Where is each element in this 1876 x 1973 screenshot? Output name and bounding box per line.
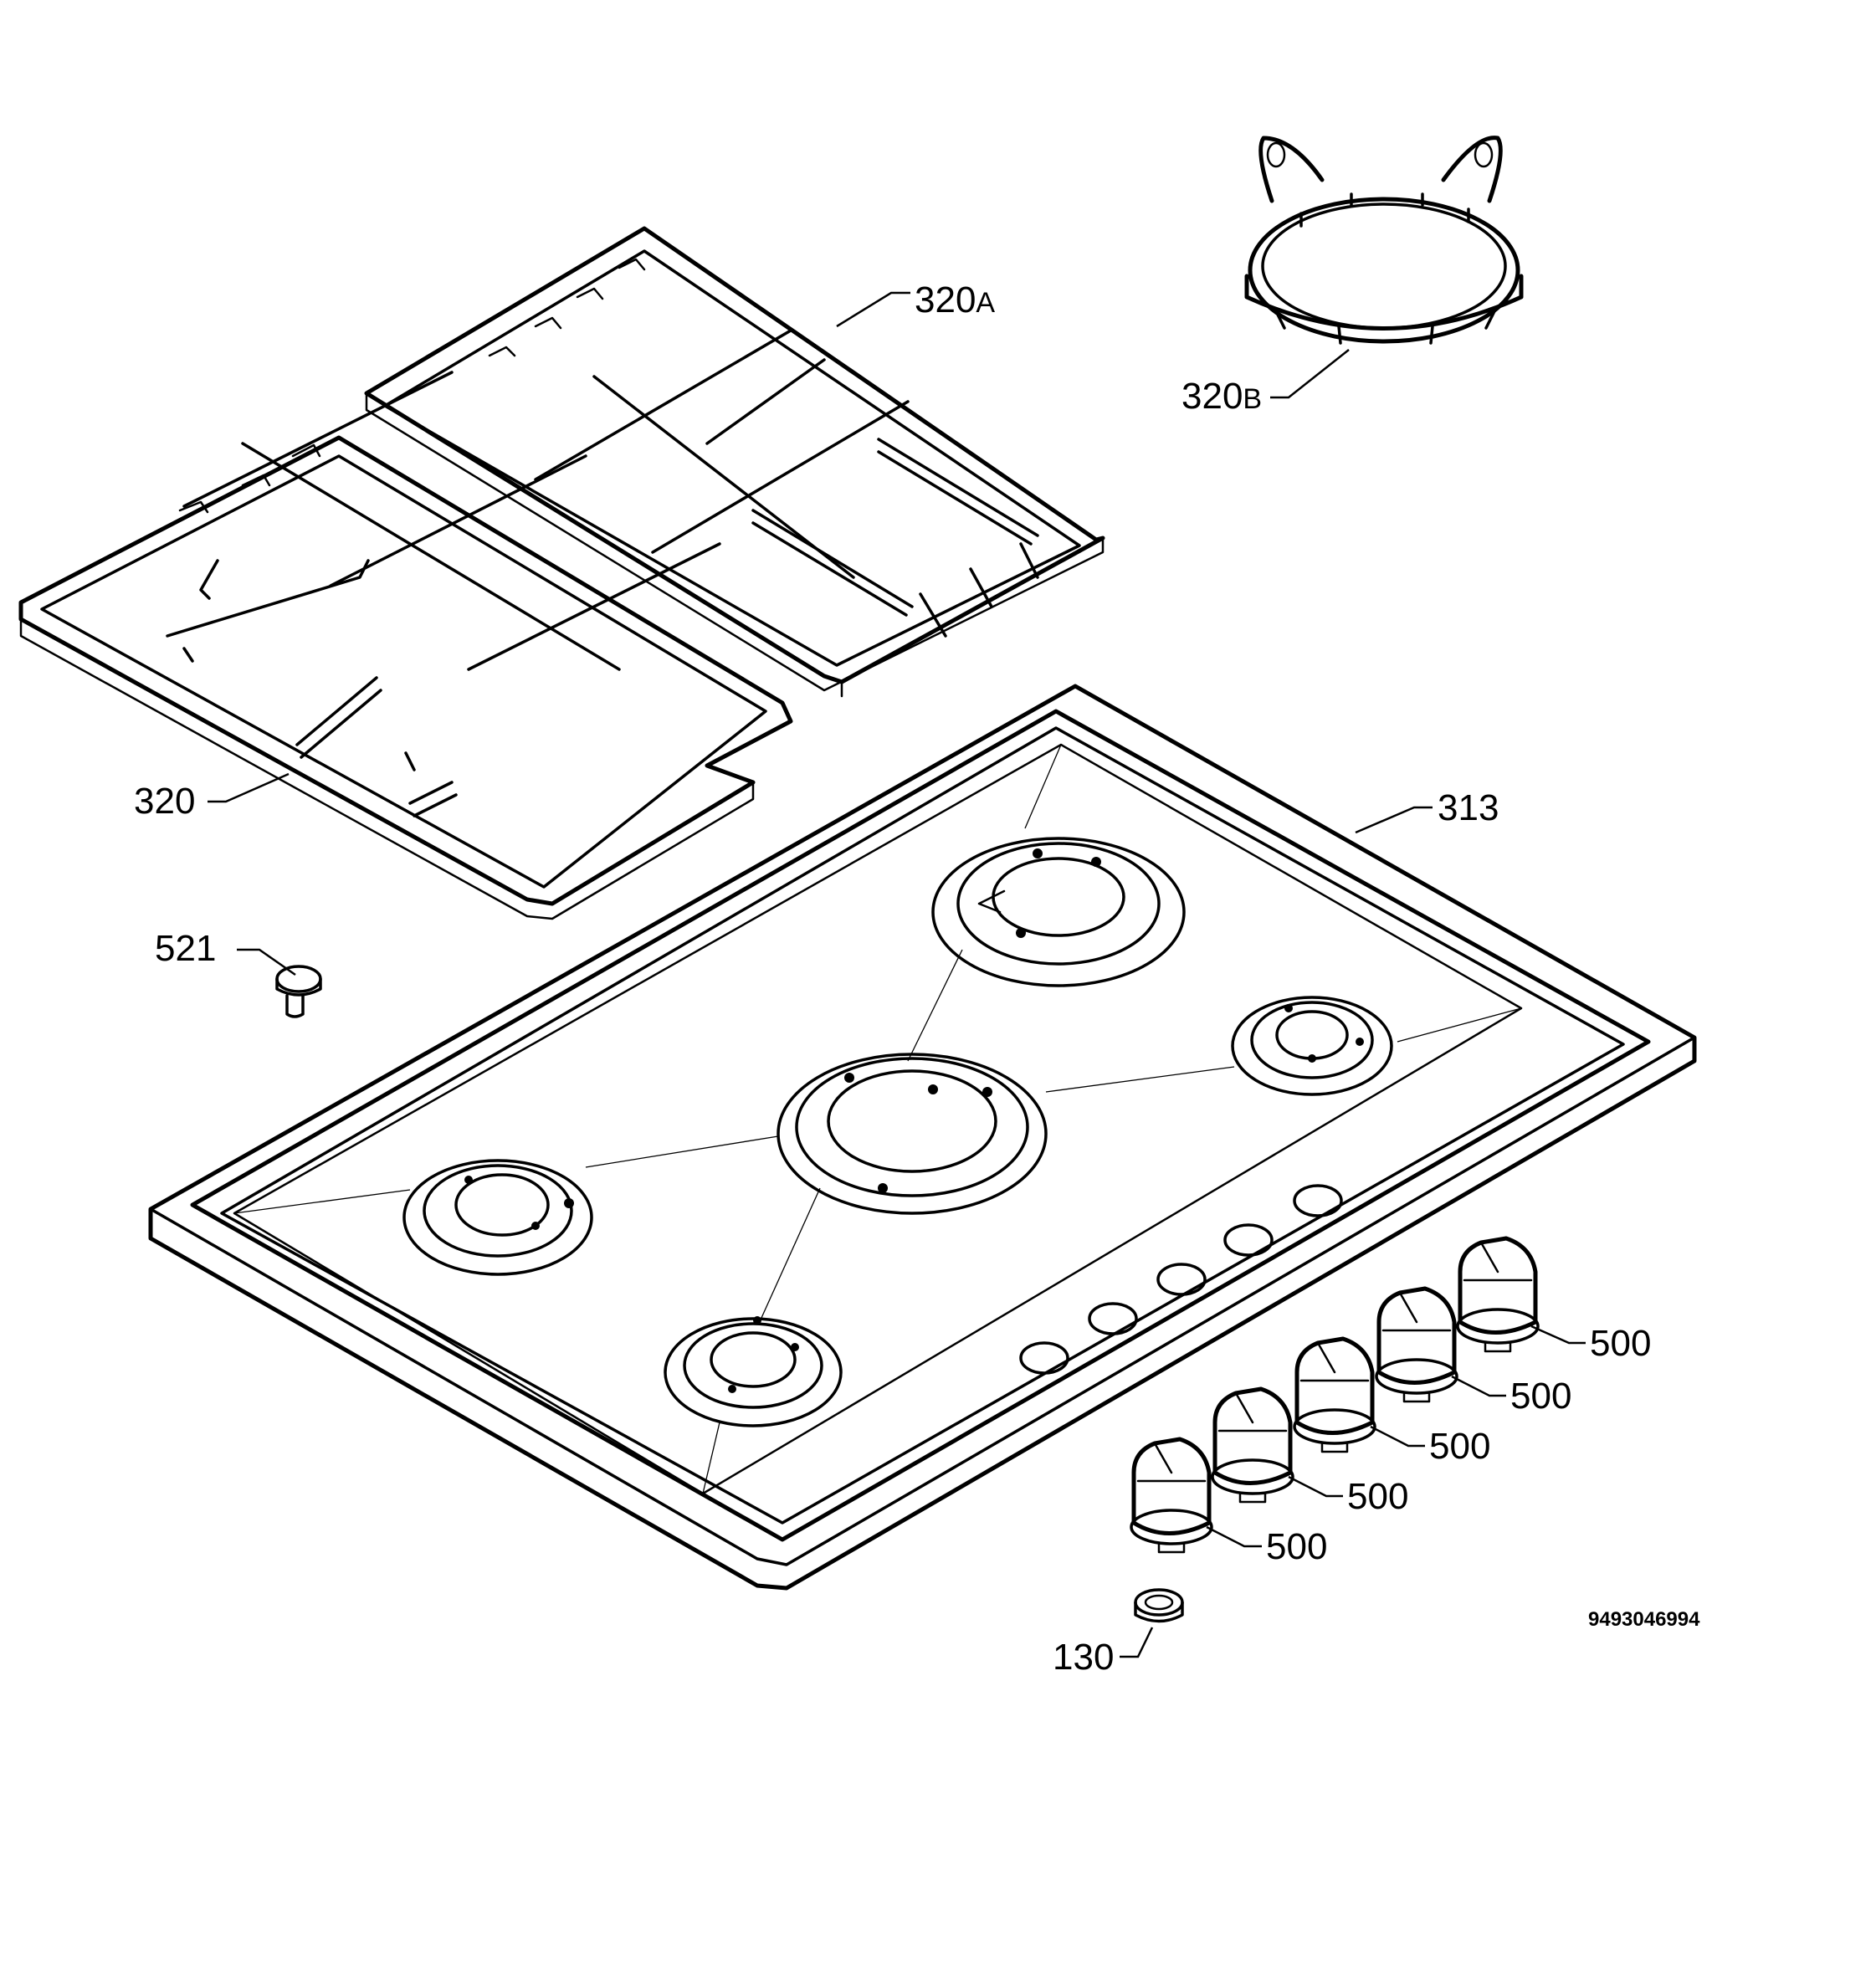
control-knob-3 [1293, 1336, 1376, 1453]
label-500-4: 500 [1347, 1476, 1408, 1517]
control-knob-1 [1130, 1437, 1213, 1554]
spring-part [1134, 1588, 1184, 1623]
label-313: 313 [1438, 787, 1499, 828]
label-500-3: 500 [1429, 1426, 1490, 1467]
label-320: 320 [134, 781, 195, 822]
control-knob-2 [1211, 1386, 1294, 1504]
hob-top-plate [148, 684, 1697, 1591]
label-320a: 320A [915, 279, 995, 320]
burner-center-wok [777, 1053, 1048, 1215]
label-500-5: 500 [1266, 1526, 1327, 1567]
burner-right [1231, 996, 1393, 1096]
label-320b: 320B [1181, 376, 1262, 417]
control-knob-4 [1375, 1286, 1458, 1403]
screw-part [275, 965, 322, 1018]
knob-holes [1019, 1184, 1343, 1375]
document-code: 9493046994 [1588, 1608, 1700, 1631]
label-500-1: 500 [1590, 1323, 1651, 1364]
pan-support-rear [364, 226, 1105, 698]
control-knob-5 [1456, 1236, 1540, 1353]
leader-lines [208, 291, 1586, 1658]
label-500-2: 500 [1510, 1376, 1571, 1417]
burner-front-left [664, 1316, 843, 1427]
wok-ring [1244, 136, 1524, 345]
label-521: 521 [155, 928, 216, 969]
pan-support-front [18, 371, 793, 920]
burner-left [402, 1159, 593, 1276]
label-130: 130 [1053, 1637, 1114, 1678]
burner-rear-left [931, 837, 1186, 987]
